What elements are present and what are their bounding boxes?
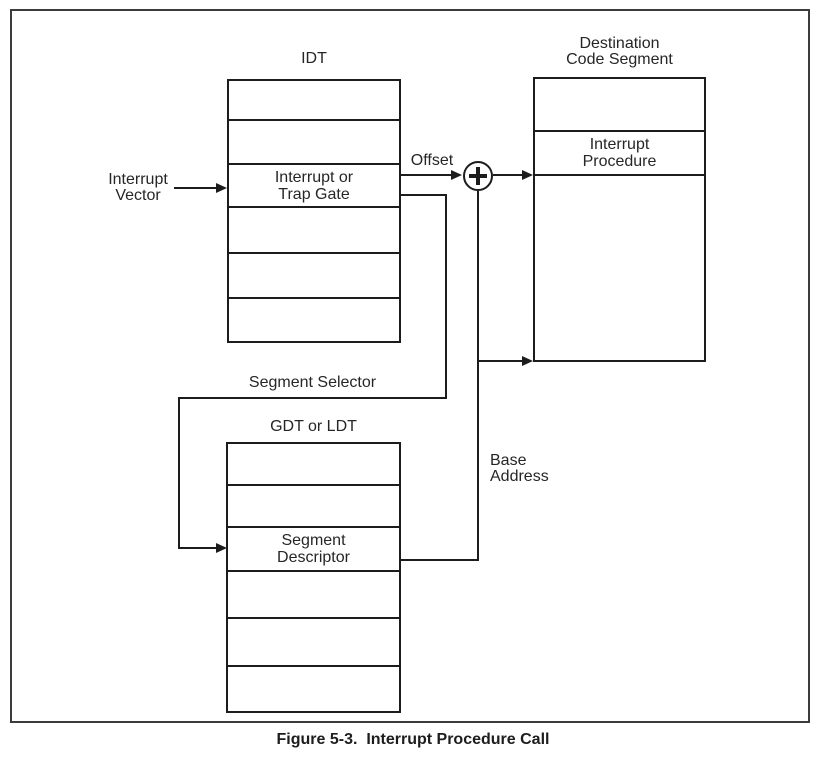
interrupt-vector-label-line2: Vector — [115, 187, 161, 204]
segment-selector-line-1 — [400, 194, 447, 196]
offset-arrowhead-icon — [451, 170, 462, 180]
interrupt-vector-arrowhead-icon — [216, 183, 227, 193]
gdt-row-2 — [228, 486, 399, 528]
segment-selector-line-2 — [445, 194, 447, 399]
idt-gate-label-line1: Interrupt or — [274, 168, 354, 186]
idt-row-6 — [229, 299, 399, 341]
gdt-row-4 — [228, 572, 399, 619]
base-address-label-line2: Address — [490, 468, 549, 485]
gdt-row-6 — [228, 667, 399, 711]
idt-row-5 — [229, 254, 399, 299]
interrupt-procedure-label-line1: Interrupt — [589, 136, 650, 153]
segment-descriptor-out-line — [400, 559, 479, 561]
gdt-row-1 — [228, 444, 399, 486]
base-address-vertical-line — [477, 191, 479, 561]
destination-row-1 — [535, 79, 704, 132]
gdt-table: Segment Descriptor — [226, 442, 401, 713]
base-address-label: Base Address — [490, 453, 549, 485]
base-to-destination-line — [477, 360, 523, 362]
adder-to-destination-arrowhead-icon — [522, 170, 533, 180]
interrupt-vector-line — [174, 187, 217, 189]
gdt-title: GDT or LDT — [270, 418, 357, 435]
destination-row-3 — [535, 176, 704, 360]
figure-caption: Figure 5-3. Interrupt Procedure Call — [276, 731, 550, 748]
base-address-label-line1: Base — [490, 452, 527, 469]
segment-selector-label: Segment Selector — [248, 374, 377, 391]
adder-to-destination-line — [493, 174, 523, 176]
idt-row-2 — [229, 121, 399, 165]
idt-gate-cell: Interrupt or Trap Gate — [229, 165, 399, 208]
idt-gate-label-line2: Trap Gate — [278, 185, 350, 203]
destination-title-line2: Code Segment — [566, 51, 673, 68]
idt-row-4 — [229, 208, 399, 254]
segment-descriptor-label-line2: Descriptor — [277, 549, 350, 566]
interrupt-vector-label: Interrupt Vector — [100, 172, 176, 204]
segment-selector-arrowhead-icon — [216, 543, 227, 553]
adder-plus-vertical — [476, 167, 480, 185]
segment-selector-line-3 — [178, 397, 447, 399]
adder-plus-circle-icon — [463, 161, 493, 191]
offset-label: Offset — [410, 152, 454, 169]
segment-selector-line-4 — [178, 397, 180, 549]
segment-descriptor-cell: Segment Descriptor — [228, 528, 399, 572]
idt-row-1 — [229, 81, 399, 121]
interrupt-procedure-label-line2: Procedure — [582, 153, 657, 170]
destination-table: Interrupt Procedure — [533, 77, 706, 362]
gdt-row-5 — [228, 619, 399, 667]
interrupt-procedure-cell: Interrupt Procedure — [535, 132, 704, 176]
idt-title: IDT — [301, 50, 327, 67]
base-to-destination-arrowhead-icon — [522, 356, 533, 366]
offset-line — [400, 174, 452, 176]
interrupt-vector-label-line1: Interrupt — [108, 171, 168, 188]
segment-selector-line-5 — [178, 547, 217, 549]
destination-title-line1: Destination — [579, 35, 660, 52]
destination-title: Destination Code Segment — [533, 36, 706, 68]
idt-table: Interrupt or Trap Gate — [227, 79, 401, 343]
segment-descriptor-label-line1: Segment — [281, 532, 346, 549]
